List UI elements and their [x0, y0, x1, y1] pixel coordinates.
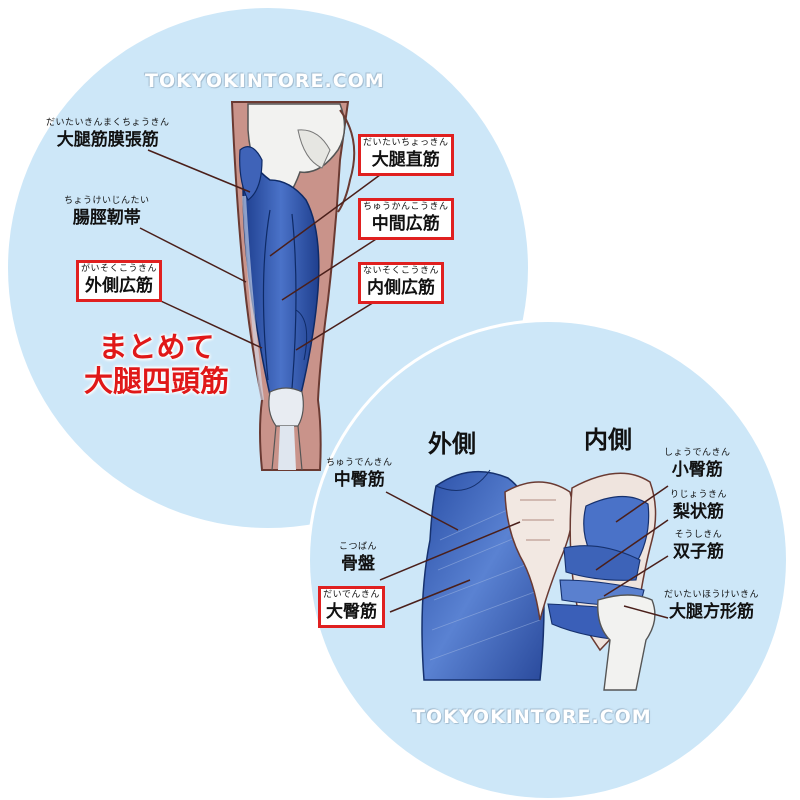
label-piriformis: りじょうきん梨状筋	[670, 490, 728, 522]
label-rectus-femoris: だいたいちょっきん大腿直筋	[358, 134, 454, 176]
watermark-bottom: TOKYOKINTORE.COM	[412, 706, 652, 728]
label-gemelli: そうしきん双子筋	[673, 530, 724, 562]
headline-line2: 大腿四頭筋	[84, 364, 230, 398]
label-gluteus-maximus: だいでんきん大臀筋	[318, 586, 385, 628]
outer-side-label: 外側	[428, 430, 476, 458]
label-quadratus-femoris: だいたいほうけいきん大腿方形筋	[664, 590, 760, 622]
label-vastus-medialis: ないそくこうきん内側広筋	[358, 262, 445, 304]
headline-line1: まとめて	[98, 330, 215, 364]
label-vastus-intermedius: ちゅうかんこうきん中間広筋	[358, 198, 454, 240]
hip-illustration	[379, 469, 669, 691]
watermark-top: TOKYOKINTORE.COM	[145, 70, 385, 92]
thigh-illustration	[139, 101, 385, 471]
label-vastus-lateralis: がいそくこうきん外側広筋	[76, 260, 163, 302]
headline: まとめて 大腿四頭筋	[84, 330, 229, 398]
label-pelvis: こつばん骨盤	[338, 542, 377, 574]
label-iliotibial-band: ちょうけいじんたい腸脛靭帯	[64, 196, 150, 228]
label-tensor-fasciae-latae: だいたいきんまくちょうきん大腿筋膜張筋	[46, 118, 170, 150]
inner-side-label: 内側	[584, 426, 632, 454]
label-gluteus-minimus: しょうでんきん小臀筋	[664, 448, 731, 480]
label-gluteus-medius: ちゅうでんきん中臀筋	[326, 458, 393, 490]
